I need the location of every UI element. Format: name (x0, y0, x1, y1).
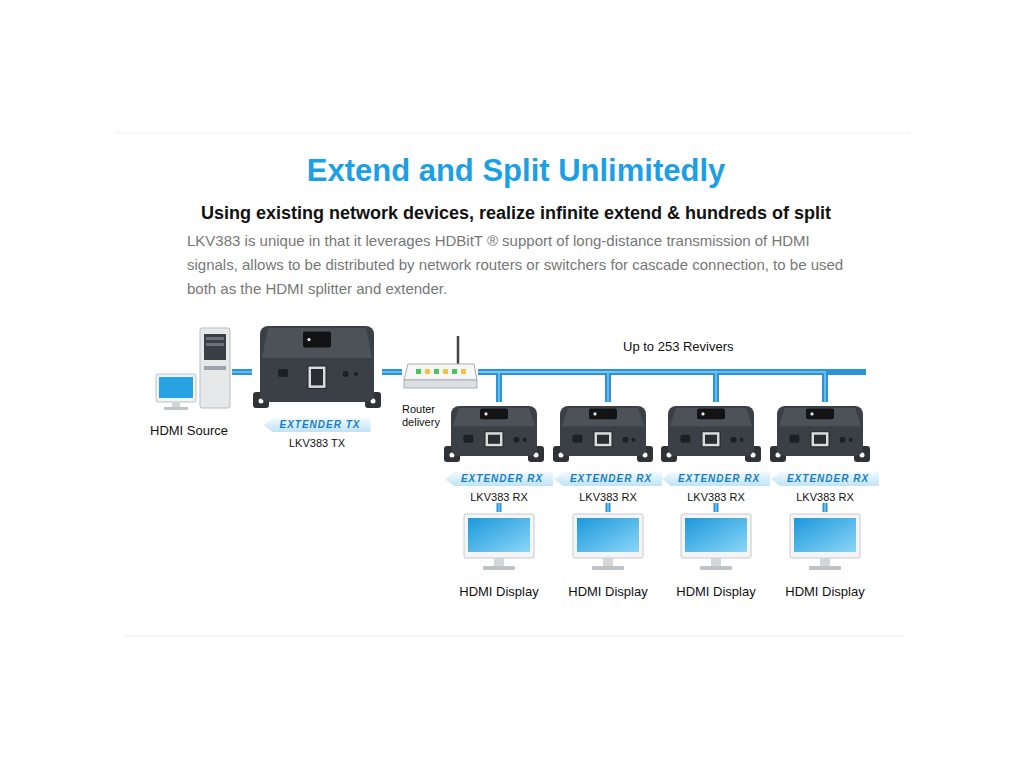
cable-highlight (715, 503, 717, 512)
band-text: EXTENDER RX (662, 472, 770, 486)
product-band: EXTENDER TX (252, 417, 382, 432)
model-label: LKV383 RX (443, 491, 555, 503)
network-router-picture (402, 334, 478, 392)
product-band: EXTENDER RX (443, 471, 555, 486)
model-label: LKV383 RX (769, 491, 881, 503)
cable-highlight (232, 371, 252, 373)
cable-highlight (607, 503, 609, 512)
network-cable (478, 372, 499, 402)
extender-unit-picture (252, 322, 382, 414)
hdmi-display-picture (454, 512, 544, 574)
extender-unit: EXTENDER RX LKV383 RX (769, 402, 881, 503)
extender-unit-picture (769, 402, 871, 468)
extender-unit-picture (443, 402, 545, 468)
device-label: HDMI Source (150, 423, 232, 438)
hdmi-display: HDMI Display (454, 512, 544, 599)
network-cable (478, 372, 608, 402)
band-text: EXTENDER RX (554, 472, 662, 486)
hdmi-display: HDMI Display (563, 512, 653, 599)
model-label: LKV383 RX (660, 491, 772, 503)
network-cable (606, 503, 611, 512)
network-cable (497, 503, 502, 512)
display-label: HDMI Display (780, 584, 870, 599)
cable-highlight (478, 372, 825, 402)
product-band: EXTENDER RX (660, 471, 772, 486)
cable-highlight (478, 372, 499, 402)
model-label: LKV383 TX (252, 437, 382, 449)
cable-highlight (498, 503, 500, 512)
network-cable (232, 369, 252, 375)
hdmi-source-picture (150, 326, 232, 412)
hdmi-display-picture (780, 512, 870, 574)
network-cable (478, 372, 825, 402)
model-label: LKV383 RX (552, 491, 664, 503)
display-label: HDMI Display (671, 584, 761, 599)
network-cable (478, 372, 716, 402)
description-paragraph: LKV383 is unique in that it leverages HD… (187, 229, 863, 301)
cable-highlight (478, 372, 716, 402)
network-cable (714, 503, 719, 512)
network-cable (823, 503, 828, 512)
router-label: Router delivery (402, 403, 454, 429)
hdmi-display: HDMI Display (780, 512, 870, 599)
hdmi-display-picture (671, 512, 761, 574)
frame-rule (125, 636, 905, 637)
cable-highlight (824, 503, 826, 512)
display-label: HDMI Display (563, 584, 653, 599)
display-label: HDMI Display (454, 584, 544, 599)
band-text: EXTENDER RX (771, 472, 879, 486)
cable-highlight (382, 371, 402, 373)
product-band: EXTENDER RX (552, 471, 664, 486)
extender-unit: EXTENDER RX LKV383 RX (552, 402, 664, 503)
subtitle: Using existing network devices, realize … (0, 202, 1024, 224)
extender-unit: EXTENDER RX LKV383 RX (660, 402, 772, 503)
frame-rule (115, 133, 910, 134)
extender-unit-picture (552, 402, 654, 468)
hdmi-source: HDMI Source (150, 326, 232, 438)
hdmi-display-picture (563, 512, 653, 574)
band-text: EXTENDER RX (445, 472, 553, 486)
extender-unit: EXTENDER TX LKV383 TX (252, 322, 382, 449)
extender-unit: EXTENDER RX LKV383 RX (443, 402, 555, 503)
extender-unit-picture (660, 402, 762, 468)
receiver-count-note: Up to 253 Revivers (623, 339, 773, 355)
page-title: Extend and Split Unlimitedly (0, 153, 1024, 189)
band-text: EXTENDER TX (263, 418, 370, 432)
network-cable (382, 369, 402, 375)
hdmi-display: HDMI Display (671, 512, 761, 599)
cable-highlight (478, 372, 608, 402)
product-band: EXTENDER RX (769, 471, 881, 486)
